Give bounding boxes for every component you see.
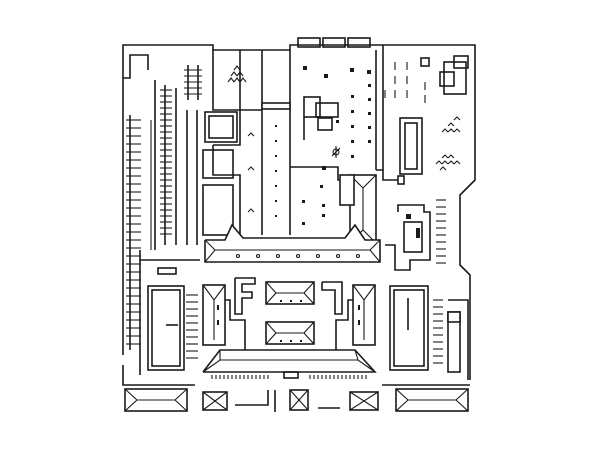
compass-icon xyxy=(331,146,341,158)
central-road xyxy=(261,50,291,235)
inner-parking-rows xyxy=(150,65,202,250)
bottom-row xyxy=(122,365,470,412)
top-vehicles xyxy=(297,37,371,48)
lower-courtyard xyxy=(202,277,376,350)
right-service-building xyxy=(385,199,446,271)
main-hall-dots xyxy=(235,253,361,259)
upper-center-plaza xyxy=(290,50,377,225)
right-parking-strip xyxy=(436,199,446,264)
lower-hall-fence xyxy=(211,375,367,379)
f-shape-building xyxy=(234,277,256,315)
upper-right-area xyxy=(376,45,469,185)
left-parking xyxy=(126,115,141,350)
main-hall-roof xyxy=(204,223,381,263)
lower-left-parking xyxy=(186,294,198,359)
building-f-cluster xyxy=(420,55,469,95)
tree-cluster xyxy=(227,65,247,83)
right-dashes xyxy=(384,62,426,103)
upper-left-building xyxy=(202,50,262,236)
lower-right-parking xyxy=(433,299,443,364)
plaza-dots xyxy=(302,66,371,225)
road-dashes xyxy=(275,125,277,217)
lower-left-buildings xyxy=(139,250,200,375)
lower-main-hall xyxy=(202,349,377,379)
lower-right-buildings xyxy=(389,285,469,380)
